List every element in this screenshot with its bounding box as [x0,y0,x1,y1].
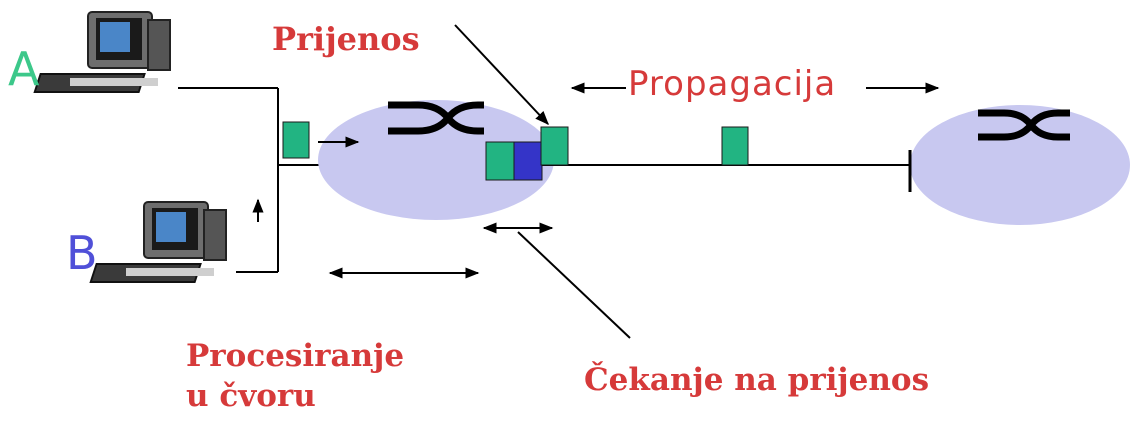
router-switch-icon-right [978,109,1070,141]
router-node-right [910,105,1130,225]
queueing-pointer [517,231,631,339]
router-node-left [318,100,554,220]
host-label-b: B [66,226,98,280]
host-label-a: A [8,42,40,96]
label-queueing: Čekanje na prijenos [584,362,930,398]
router-switch-icon-left [388,101,484,135]
packet-entering [282,121,310,159]
label-propagation: Propagacija [626,64,839,105]
computer-icon-b [89,201,227,283]
label-processing-line2: u čvoru [186,378,316,414]
packet-transmitting [540,126,569,166]
label-processing-line1: Procesiranje [186,338,405,374]
transmission-pointer [454,24,549,126]
packet-queued-green [485,141,515,181]
label-transmission: Prijenos [272,20,420,58]
packet-propagating [721,126,749,166]
computer-icon-a [33,11,171,93]
packet-queued-blue [513,141,543,181]
